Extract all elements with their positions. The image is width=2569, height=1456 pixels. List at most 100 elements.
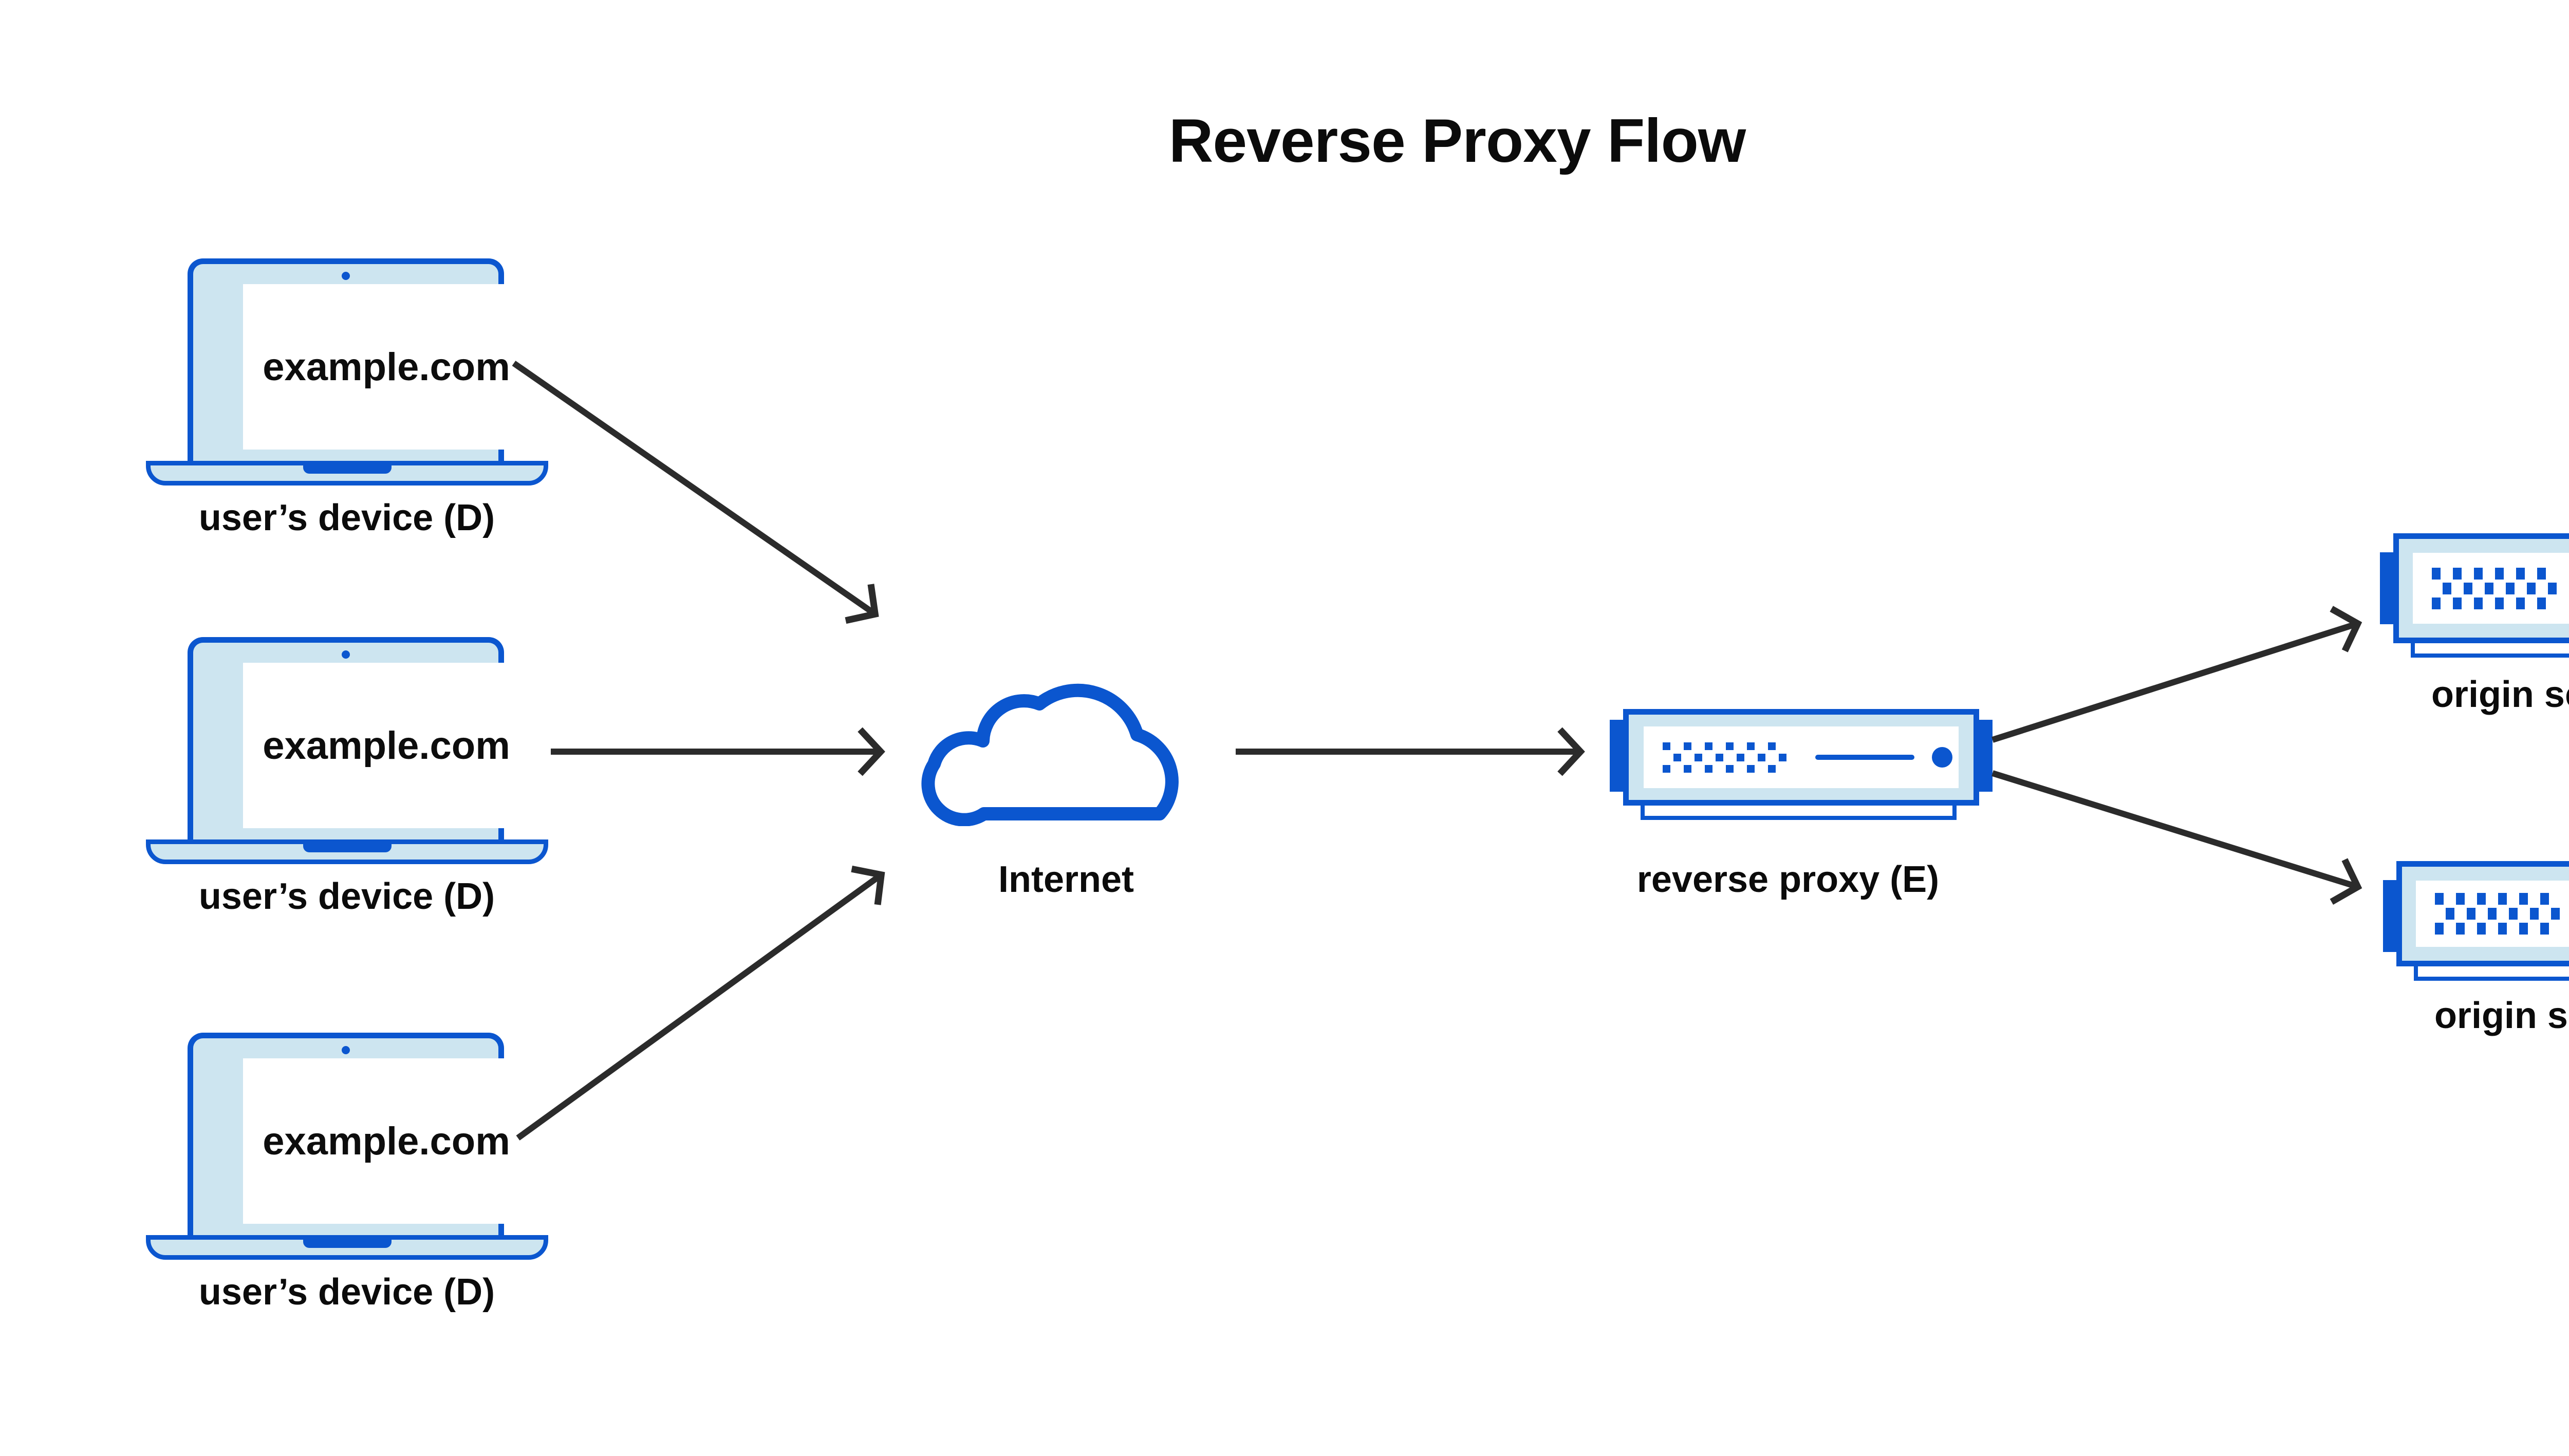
dot [1737, 753, 1744, 761]
dot [2453, 597, 2462, 609]
dot [2519, 923, 2528, 935]
dot [2498, 923, 2507, 935]
dot [1726, 742, 1734, 750]
dot [2495, 597, 2504, 609]
dot [2477, 893, 2486, 905]
laptop-base [146, 1235, 548, 1260]
dot [1768, 764, 1776, 773]
device-label-3: user’s device (D) [198, 1272, 495, 1313]
laptop-frame: example.com [188, 1033, 530, 1235]
arrow-proxy-to-origin2 [1991, 770, 2362, 905]
origin-server-icon-2 [2383, 861, 2569, 981]
rack-box [2393, 533, 2569, 643]
dot-row [1663, 742, 1776, 750]
laptop-icon-3: example.com [146, 1033, 548, 1261]
arrow-device1-to-internet [512, 361, 879, 624]
dot [2540, 923, 2549, 935]
dot-row [2432, 597, 2546, 609]
camera-dot-icon [342, 650, 350, 659]
dot [1695, 753, 1702, 761]
screen-url-text: example.com [263, 345, 510, 389]
page-title: Reverse Proxy Flow [1168, 106, 1746, 175]
rack-panel [2416, 881, 2569, 947]
rack-box [2396, 861, 2569, 966]
dot [2530, 908, 2539, 920]
rack-panel [2413, 553, 2569, 624]
dot [2506, 582, 2515, 594]
laptop-notch [303, 465, 392, 474]
dot [2551, 908, 2560, 920]
dot [2456, 923, 2465, 935]
cloud-icon [921, 683, 1179, 826]
dot [1705, 742, 1712, 750]
dot [1673, 753, 1681, 761]
rack-led-icon [1932, 747, 1952, 768]
screen-url-text: example.com [263, 723, 510, 768]
laptop-frame: example.com [188, 258, 530, 461]
laptop-base [146, 839, 548, 864]
rack-slot-line [1815, 755, 1914, 760]
dot-row [2435, 893, 2549, 905]
dot [2498, 893, 2507, 905]
dot-row [2435, 923, 2549, 935]
laptop-base [146, 461, 548, 486]
dot [1663, 764, 1670, 773]
arrow-proxy-to-origin1 [1991, 606, 2362, 743]
dot [2435, 893, 2444, 905]
dot [2548, 582, 2557, 594]
dot-row [2432, 567, 2546, 580]
reverse-proxy-icon [1610, 709, 1993, 820]
dot [2474, 597, 2483, 609]
dot [2464, 582, 2472, 594]
origin-server-icon-1 [2380, 533, 2569, 658]
internet-label: Internet [998, 859, 1134, 900]
dot [1747, 764, 1755, 773]
dot [2456, 893, 2465, 905]
laptop-screen: example.com [243, 663, 530, 828]
dot [1684, 764, 1691, 773]
vent-dots-icon [2432, 567, 2557, 609]
dot-row [1673, 753, 1786, 761]
dot [1684, 742, 1691, 750]
dot [2540, 893, 2549, 905]
dot [2537, 597, 2546, 609]
dot [1758, 753, 1765, 761]
origin-label-2: origin server (F) [2434, 995, 2569, 1036]
dot [2474, 567, 2483, 580]
dot [2519, 893, 2528, 905]
rack-box [1623, 709, 1979, 806]
laptop-icon-1: example.com [146, 258, 548, 487]
dot [2453, 567, 2462, 580]
dot [1768, 742, 1776, 750]
laptop-icon-2: example.com [146, 637, 548, 865]
dot [2527, 582, 2536, 594]
dot [2477, 923, 2486, 935]
dot [1716, 753, 1723, 761]
dot [2435, 923, 2444, 935]
dot [2485, 582, 2493, 594]
camera-dot-icon [342, 1046, 350, 1054]
device-label-1: user’s device (D) [198, 497, 495, 538]
dot [1726, 764, 1734, 773]
dot-row [1663, 764, 1776, 773]
laptop-frame: example.com [188, 637, 530, 839]
laptop-notch [303, 844, 392, 852]
laptop-notch [303, 1240, 392, 1248]
origin-label-1: origin server (F) [2431, 674, 2569, 715]
proxy-label: reverse proxy (E) [1636, 859, 1940, 900]
dot [2467, 908, 2475, 920]
camera-dot-icon [342, 272, 350, 280]
vent-dots-icon [2435, 893, 2560, 935]
laptop-screen: example.com [243, 1058, 530, 1224]
dot-row [2446, 908, 2560, 920]
dot [2432, 597, 2441, 609]
dot [2516, 597, 2525, 609]
device-label-2: user’s device (D) [198, 876, 495, 917]
dot [2495, 567, 2504, 580]
dot-row [2443, 582, 2557, 594]
dot [1747, 742, 1755, 750]
dot [2516, 567, 2525, 580]
dot [1705, 764, 1712, 773]
vent-dots-icon [1663, 742, 1786, 773]
